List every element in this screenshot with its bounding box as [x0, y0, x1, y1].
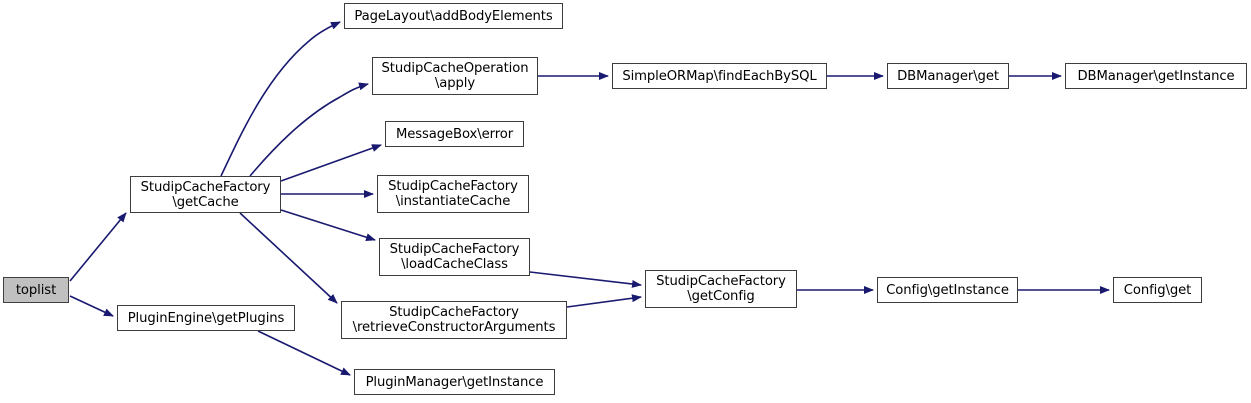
edge-getCache-to-loadClass: [280, 209, 376, 242]
graph-node-getCache[interactable]: StudipCacheFactory \getCache: [130, 176, 281, 213]
graph-node-instantiate[interactable]: StudipCacheFactory \instantiateCache: [377, 175, 529, 213]
graph-node-getPlugins[interactable]: PluginEngine\getPlugins: [117, 305, 295, 331]
edge-toplist-to-getCache: [69, 212, 127, 282]
graph-node-findEach[interactable]: SimpleORMap\findEachBySQL: [612, 63, 827, 89]
edge-getCache-to-addBody: [220, 21, 341, 177]
edge-loadClass-to-getConfig: [529, 271, 642, 288]
edge-toplist-to-getPlugins: [69, 295, 114, 317]
graph-node-cfgGet[interactable]: Config\get: [1113, 277, 1202, 303]
graph-node-addBody[interactable]: PageLayout\addBodyElements: [344, 3, 563, 29]
graph-node-dbmGetInst[interactable]: DBManager\getInstance: [1065, 63, 1247, 89]
graph-node-apply[interactable]: StudipCacheOperation \apply: [372, 57, 538, 95]
graph-node-dbmGet[interactable]: DBManager\get: [887, 63, 1009, 89]
graph-node-cfgGetInst[interactable]: Config\getInstance: [877, 277, 1018, 303]
graph-node-toplist[interactable]: toplist: [3, 277, 69, 303]
graph-node-retrieveArgs[interactable]: StudipCacheFactory \retrieveConstructorA…: [341, 301, 567, 339]
graph-node-getConfig[interactable]: StudipCacheFactory \getConfig: [645, 270, 797, 308]
edge-getCache-to-retrieveArgs: [239, 212, 338, 304]
graph-node-loadClass[interactable]: StudipCacheFactory \loadCacheClass: [379, 238, 530, 276]
edge-getCache-to-msgError: [280, 144, 382, 182]
graph-node-msgError[interactable]: MessageBox\error: [385, 121, 524, 147]
edge-retrieveArgs-to-getConfig: [566, 294, 642, 308]
edge-getCache-to-apply: [249, 82, 369, 177]
edge-getPlugins-to-pluginMgr: [257, 330, 351, 376]
graph-node-pluginMgr[interactable]: PluginManager\getInstance: [354, 369, 555, 395]
